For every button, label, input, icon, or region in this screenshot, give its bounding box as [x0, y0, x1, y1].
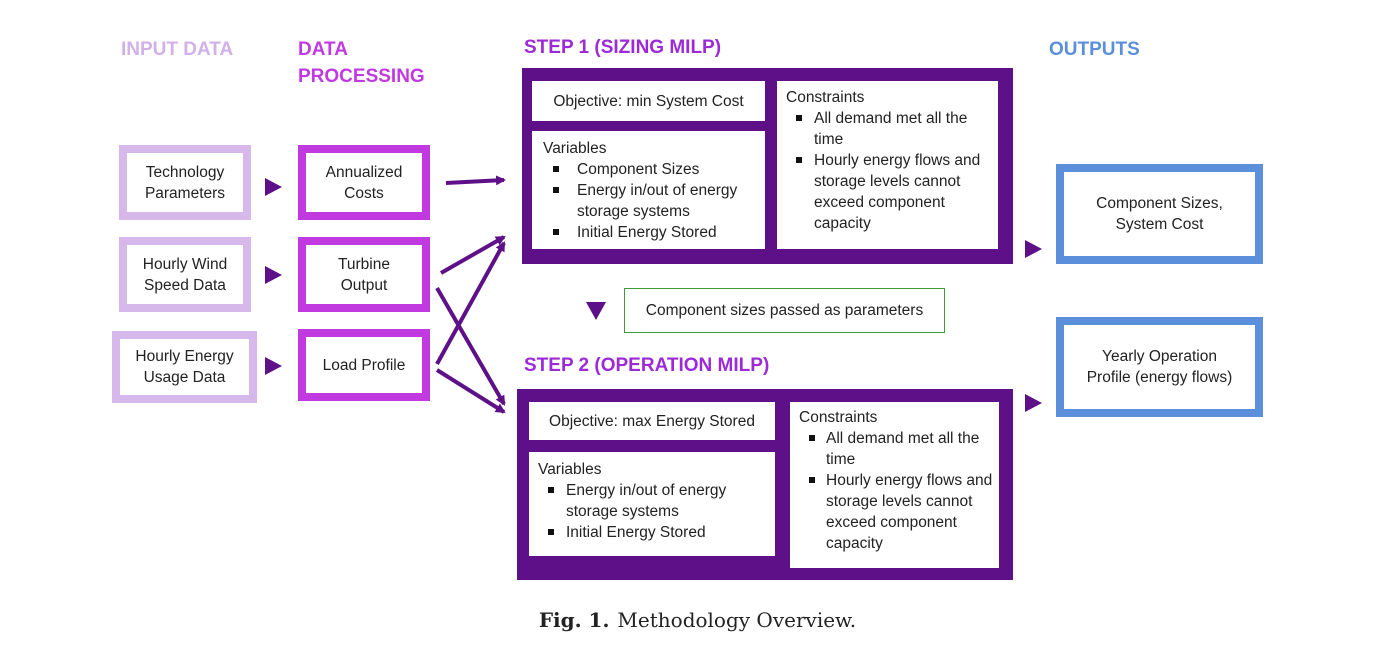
step2-constraints-title: Constraints — [799, 409, 878, 426]
input-label-line1: Hourly Wind — [142, 255, 228, 273]
component-sizes-passed-box: Component sizes passed as parameters — [624, 288, 945, 333]
arrow-right-icon — [1025, 394, 1042, 412]
step1-block: Objective: min System Cost Variables Com… — [522, 68, 1013, 264]
output-box-component-sizes: Component Sizes, System Cost — [1056, 164, 1263, 264]
step1-header: STEP 1 (SIZING MILP) — [524, 37, 722, 58]
step1-variables-title: Variables — [543, 140, 607, 157]
step1-constraints: Constraints All demand met all the time … — [777, 81, 998, 249]
component-sizes-passed-label: Component sizes passed as parameters — [645, 302, 924, 319]
arrow-down-icon — [586, 302, 606, 320]
figure-caption-label: Fig. 1. — [538, 608, 610, 632]
step1-constraint-item: All demand met all the time — [786, 108, 992, 150]
step2-constraint-item: All demand met all the time — [799, 428, 993, 470]
step1-objective-text: Objective: min System Cost — [553, 92, 744, 110]
arrow-turbine-to-step2 — [435, 286, 506, 406]
data-processing-header: DATA PROCESSING — [298, 36, 425, 90]
input-label-line1: Hourly Energy — [135, 348, 234, 365]
data-processing-header-line2: PROCESSING — [298, 66, 425, 87]
step1-variable-item: Energy in/out of energy storage systems — [543, 180, 759, 222]
step1-variable-item: Component Sizes — [543, 159, 759, 180]
input-data-header: INPUT DATA — [121, 39, 234, 60]
output-label-line2: Profile (energy flows) — [1086, 369, 1233, 386]
arrow-load-to-step2 — [435, 368, 506, 414]
input-label-line2: Usage Data — [143, 369, 226, 386]
processing-box-load-profile: Load Profile — [298, 329, 430, 401]
step2-variable-item: Energy in/out of energy storage systems — [538, 480, 769, 522]
processing-label-line1: Turbine — [338, 255, 390, 273]
step1-variables: Variables Component Sizes Energy in/out … — [532, 131, 765, 249]
figure-caption: Fig. 1. Methodology Overview. — [0, 608, 1395, 632]
arrow-right-icon — [265, 357, 282, 375]
arrow-right-icon — [1025, 240, 1042, 258]
step2-block: Objective: max Energy Stored Variables E… — [517, 389, 1013, 580]
step2-constraint-item: Hourly energy flows and storage levels c… — [799, 470, 993, 554]
outputs-header: OUTPUTS — [1049, 39, 1140, 60]
processing-label-line2: Output — [340, 276, 388, 294]
step2-header: STEP 2 (OPERATION MILP) — [524, 355, 770, 376]
step2-constraints: Constraints All demand met all the time … — [790, 402, 999, 568]
input-label-line2: Speed Data — [144, 276, 226, 294]
step1-variable-item: Initial Energy Stored — [543, 222, 759, 243]
step2-variables: Variables Energy in/out of energy storag… — [529, 452, 775, 556]
output-label-line1: Yearly Operation — [1102, 348, 1217, 365]
step1-constraint-item: Hourly energy flows and storage levels c… — [786, 150, 992, 234]
step2-objective-text: Objective: max Energy Stored — [549, 412, 755, 430]
step1-objective: Objective: min System Cost — [532, 81, 765, 121]
processing-label-line2: Costs — [344, 184, 384, 202]
arrow-right-icon — [265, 178, 282, 196]
input-label-line2: Parameters — [144, 184, 226, 202]
data-processing-header-line1: DATA — [298, 39, 348, 60]
processing-label-line1: Load Profile — [322, 356, 406, 374]
arrow-costs-to-step1 — [445, 175, 506, 186]
step2-variables-title: Variables — [538, 461, 602, 478]
step2-objective: Objective: max Energy Stored — [529, 402, 775, 440]
arrow-turbine-to-step1 — [440, 235, 506, 275]
figure-caption-text: Methodology Overview. — [617, 608, 857, 632]
arrow-right-icon — [265, 266, 282, 284]
input-label-line1: Technology — [145, 163, 225, 181]
output-label-line2: System Cost — [1115, 216, 1204, 233]
output-label-line1: Component Sizes, — [1096, 195, 1223, 212]
arrow-load-to-step1 — [435, 241, 506, 365]
step2-variable-item: Initial Energy Stored — [538, 522, 769, 543]
step1-constraints-title: Constraints — [786, 89, 865, 106]
processing-label-line1: Annualized — [325, 163, 403, 181]
